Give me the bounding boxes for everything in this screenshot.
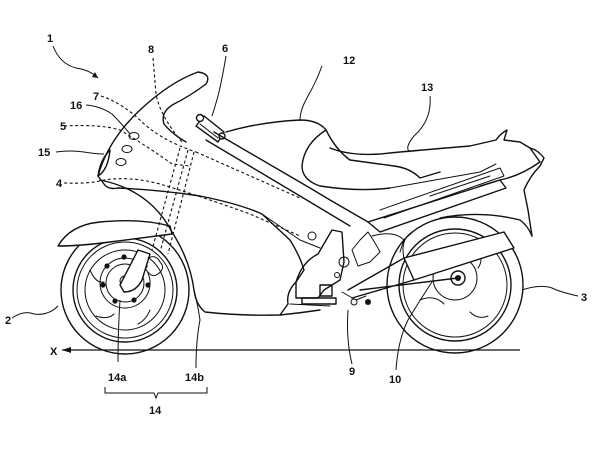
front-wheel (60, 225, 190, 355)
front-fender (57, 219, 173, 247)
handlebar-clamp (195, 113, 226, 143)
x-axis: X (50, 346, 520, 358)
label-12: 12 (343, 55, 355, 67)
bracket-14 (104, 387, 208, 400)
label-4: 4 (56, 178, 63, 190)
label-9: 9 (349, 366, 355, 378)
label-2: 2 (5, 315, 11, 327)
rear-cowl (523, 147, 545, 237)
label-10: 10 (389, 374, 401, 386)
internal-dashed-lines (63, 57, 301, 237)
reference-labels: 1 2 3 4 5 6 7 8 9 10 12 13 14 14a 14b 15… (5, 33, 587, 417)
label-16: 16 (70, 100, 82, 112)
main-frame (205, 131, 369, 227)
footpeg (289, 291, 371, 307)
label-14b: 14b (185, 372, 204, 384)
label-8: 8 (148, 44, 154, 56)
rear-subframe (367, 167, 507, 233)
leader-lines (11, 45, 579, 371)
label-1: 1 (47, 33, 53, 45)
x-axis-arrow-icon (62, 347, 71, 353)
engine (295, 229, 405, 299)
label-7: 7 (93, 91, 99, 103)
swingarm-exhaust (347, 231, 515, 299)
x-axis-label: X (50, 346, 58, 358)
label-13: 13 (421, 82, 433, 94)
rear-fender (439, 213, 533, 237)
label-5: 5 (60, 121, 66, 133)
label-14: 14 (149, 405, 162, 417)
label-6: 6 (222, 43, 228, 55)
arrow-icon (92, 72, 98, 78)
label-3: 3 (581, 292, 587, 304)
seat (329, 129, 541, 187)
front-fairing (97, 71, 209, 190)
label-14a: 14a (108, 372, 127, 384)
label-15: 15 (38, 147, 50, 159)
front-fork (151, 147, 195, 255)
